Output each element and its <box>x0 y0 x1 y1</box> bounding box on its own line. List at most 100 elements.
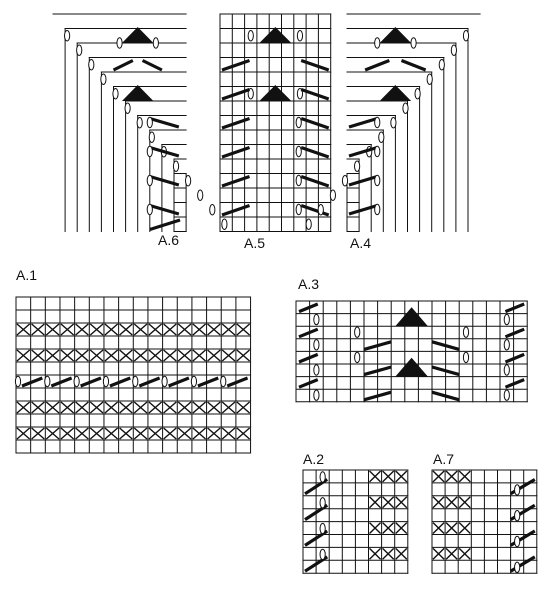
yarn-over-symbol <box>514 535 521 548</box>
decrease-symbol <box>121 85 154 101</box>
yarn-over-symbol <box>172 160 180 172</box>
cable-symbol <box>504 352 525 364</box>
cross-symbol <box>207 349 221 362</box>
cable-symbol <box>149 218 181 232</box>
cross-symbol <box>148 401 163 414</box>
yarn-over-symbol <box>76 44 83 56</box>
cross-symbol <box>458 496 471 509</box>
cross-symbol <box>192 349 207 362</box>
chart-label-a4: A.4 <box>350 235 372 251</box>
cross-symbol <box>192 427 207 440</box>
cable-symbol <box>298 327 319 339</box>
yarn-over-symbol <box>354 351 361 364</box>
yarn-over-symbol <box>319 471 326 483</box>
cross-symbol <box>192 401 207 414</box>
decrease-symbol <box>259 27 292 43</box>
chart-label-a5: A.5 <box>244 235 266 251</box>
cross-symbol <box>445 496 458 509</box>
cable-symbol <box>364 59 390 72</box>
cross-symbol <box>104 427 119 440</box>
yarn-over-symbol <box>295 174 302 187</box>
yarn-over-symbol <box>514 484 521 496</box>
cable-symbol <box>168 376 190 388</box>
decrease-symbol <box>379 27 412 43</box>
yarn-over-symbol <box>503 389 510 401</box>
yarn-over-symbol <box>44 375 51 388</box>
cross-symbol <box>382 522 395 534</box>
yarn-over-symbol <box>514 561 521 573</box>
yarn-over-symbol <box>14 375 22 388</box>
decrease-symbol <box>379 85 412 101</box>
cross-symbol <box>89 323 104 336</box>
cable-symbol <box>363 340 392 351</box>
cross-symbol <box>192 323 207 336</box>
cross-symbol <box>104 323 119 336</box>
cable-symbol <box>431 340 460 351</box>
cable-symbol <box>504 302 525 314</box>
cross-symbol <box>369 547 382 560</box>
yarn-over-symbol <box>305 218 312 230</box>
yarn-over-symbol <box>514 510 521 522</box>
cable-symbol <box>431 365 460 377</box>
cross-symbol <box>104 401 119 414</box>
yarn-over-symbol <box>64 30 71 42</box>
yarn-over-symbol <box>450 44 457 56</box>
decrease-symbol <box>259 85 292 101</box>
cross-symbol <box>369 470 382 483</box>
chart-a5 <box>219 13 332 232</box>
cross-symbol <box>75 427 89 440</box>
cross-symbol <box>148 427 163 440</box>
cross-symbol <box>395 547 408 560</box>
yarn-over-symbol <box>319 522 326 535</box>
yarn-over-symbol <box>116 37 123 49</box>
cross-symbol <box>177 323 192 336</box>
chart-a6 <box>52 13 228 232</box>
cable-symbol <box>300 203 330 217</box>
yarn-over-symbol <box>426 73 433 85</box>
cross-symbol <box>119 401 133 414</box>
cross-symbol <box>16 401 31 414</box>
chart-label-a1: A.1 <box>16 267 38 283</box>
cross-symbol <box>119 349 133 362</box>
cross-symbol <box>221 401 236 414</box>
yarn-over-symbol <box>152 37 159 49</box>
cross-symbol <box>221 323 236 336</box>
cable-symbol <box>221 145 251 159</box>
yarn-over-symbol <box>374 116 381 129</box>
yarn-over-symbol <box>402 102 409 114</box>
yarn-over-symbol <box>462 351 470 364</box>
cross-symbol <box>369 522 382 534</box>
cross-symbol <box>236 349 251 362</box>
cross-symbol <box>89 401 104 414</box>
cross-symbol <box>163 401 177 414</box>
yarn-over-symbol <box>185 175 192 187</box>
yarn-over-symbol <box>317 204 324 216</box>
cross-symbol <box>60 427 75 440</box>
yarn-over-symbol <box>295 116 302 129</box>
cross-symbol <box>382 547 395 560</box>
yarn-over-symbol <box>378 131 385 143</box>
yarn-over-symbol <box>313 339 320 351</box>
yarn-over-symbol <box>112 88 119 100</box>
cross-symbol <box>133 349 148 362</box>
yarn-over-symbol <box>313 364 320 376</box>
cable-symbol <box>149 174 180 187</box>
cross-symbol <box>75 401 89 414</box>
yarn-over-symbol <box>295 203 302 216</box>
cross-symbol <box>236 401 251 414</box>
cross-symbol <box>177 401 192 414</box>
yarn-over-symbol <box>148 131 155 143</box>
yarn-over-symbol <box>374 37 381 49</box>
cross-symbol <box>382 496 395 509</box>
chart-a4 <box>305 13 481 232</box>
cable-symbol <box>21 376 43 388</box>
chart-label-a2: A.2 <box>303 451 325 467</box>
cross-symbol <box>432 496 445 509</box>
yarn-over-symbol <box>197 189 204 201</box>
cross-symbol <box>207 323 221 336</box>
cross-symbol <box>177 427 192 440</box>
yarn-over-symbol <box>354 326 361 338</box>
yarn-over-symbol <box>102 375 110 388</box>
cross-symbol <box>445 547 458 560</box>
yarn-over-symbol <box>374 203 381 216</box>
